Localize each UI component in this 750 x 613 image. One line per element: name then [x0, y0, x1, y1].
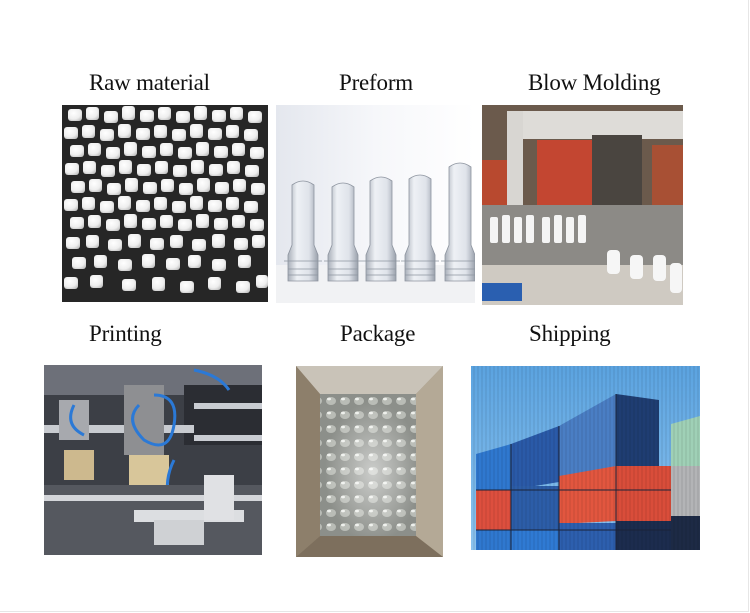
- raw-material-image: [62, 105, 268, 302]
- step-label-raw-material: Raw material: [89, 70, 210, 95]
- step-label-preform: Preform: [339, 70, 413, 95]
- package-image: [296, 366, 443, 557]
- blow-molding-image: [482, 105, 683, 305]
- shipping-image: [471, 366, 700, 550]
- printing-image: [44, 365, 262, 555]
- step-label-shipping: Shipping: [529, 321, 611, 346]
- step-label-printing: Printing: [89, 321, 162, 346]
- step-label-package: Package: [340, 321, 416, 346]
- preform-image: [276, 105, 475, 303]
- step-label-blow-molding: Blow Molding: [528, 70, 661, 95]
